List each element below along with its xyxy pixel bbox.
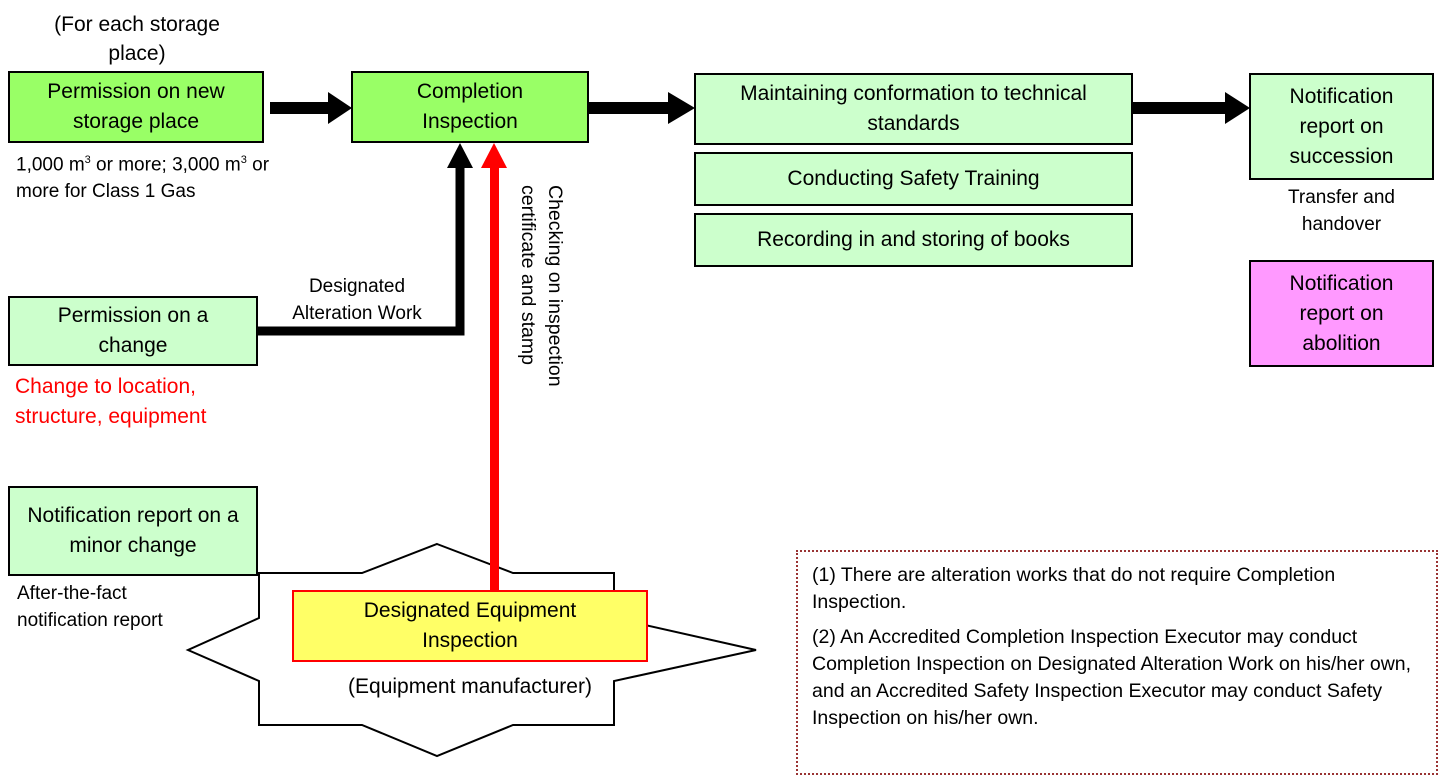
box-new-storage-label: Permission on new storage place	[47, 80, 225, 133]
superscript-3: 3	[84, 154, 91, 166]
box-abolition-notification[interactable]: Notification report on abolition	[1249, 260, 1434, 367]
box-minor-change-label: Notification report on a minor change	[27, 504, 239, 557]
box-safety-training-label: Conducting Safety Training	[787, 167, 1040, 190]
box-equipment-inspection[interactable]: Designated Equipment Inspection	[292, 590, 648, 662]
box-succession-label: Notification report on succession	[1289, 84, 1394, 168]
volume-requirement-text: 1,000 m3 or more; 3,000 m3 or more for C…	[16, 147, 276, 205]
volume-text-1: 1,000 m	[16, 154, 85, 176]
header-note: (For each storage place)	[54, 13, 220, 65]
transfer-handover-text: Transfer and handover	[1287, 187, 1395, 235]
box-recording-label: Recording in and storing of books	[757, 228, 1070, 251]
superscript-3: 3	[240, 154, 247, 166]
notes-box: (1) There are alteration works that do n…	[796, 550, 1438, 775]
box-completion-label: Completion Inspection	[416, 80, 524, 133]
volume-text-2: or more; 3,000 m	[90, 154, 241, 176]
box-safety-training[interactable]: Conducting Safety Training	[694, 152, 1133, 206]
box-maintaining-label: Maintaining conformation to technical st…	[740, 82, 1087, 135]
note-2: (2) An Accredited Completion Inspection …	[812, 626, 1412, 729]
arrow-change-to-completion	[258, 143, 473, 336]
arrow-equipment-to-completion	[481, 143, 507, 592]
box-succession-notification[interactable]: Notification report on succession	[1249, 73, 1434, 180]
volume-text-3: or more for Class 1 Gas	[16, 154, 270, 203]
box-minor-change-notification[interactable]: Notification report on a minor change	[8, 486, 258, 576]
change-detail-text: Change to location, structure, equipment	[15, 375, 207, 428]
arrow-new-to-completion	[270, 92, 352, 124]
box-completion-inspection[interactable]: Completion Inspection	[351, 71, 589, 143]
note-1: (1) There are alteration works that do n…	[812, 564, 1336, 613]
box-equipment-inspection-label: Designated Equipment Inspection	[363, 599, 577, 652]
box-new-storage-permission[interactable]: Permission on new storage place	[8, 71, 264, 143]
designated-alteration-label: Designated Alteration Work	[292, 276, 422, 324]
arrow-completion-to-maintaining	[589, 92, 695, 124]
arrow-maintaining-to-succession	[1133, 92, 1250, 124]
box-change-label: Permission on a change	[57, 304, 209, 357]
after-the-fact-text: After-the-fact notification report	[17, 583, 163, 631]
manufacturer-label: (Equipment manufacturer)	[348, 675, 592, 698]
box-change-permission[interactable]: Permission on a change	[8, 296, 258, 366]
box-abolition-label: Notification report on abolition	[1289, 271, 1394, 355]
checking-certificate-label: Checking on inspection certificate and s…	[517, 185, 566, 387]
box-recording-books[interactable]: Recording in and storing of books	[694, 213, 1133, 267]
box-maintaining-conformation[interactable]: Maintaining conformation to technical st…	[694, 73, 1133, 145]
